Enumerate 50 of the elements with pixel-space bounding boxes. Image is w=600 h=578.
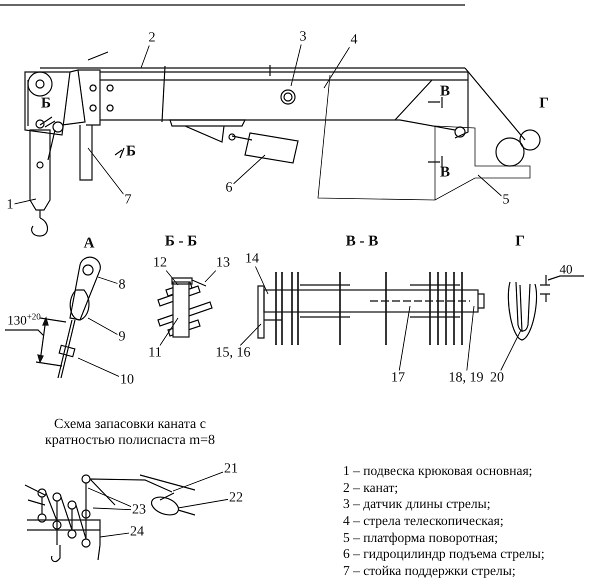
section-letter: Б <box>41 95 51 113</box>
leader-line <box>500 330 522 371</box>
leader-line <box>166 270 178 286</box>
leader-line <box>140 45 150 68</box>
leader-line <box>14 198 36 204</box>
leader-line <box>398 306 410 371</box>
leader-line <box>204 270 216 282</box>
legend-entry: 2 – канат; <box>343 480 398 496</box>
callout-number: 2 <box>148 30 156 46</box>
callout-number: 12 <box>152 256 168 270</box>
callout-number: 13 <box>215 256 231 270</box>
leader-line <box>290 44 302 86</box>
section-letter: Г <box>539 95 549 113</box>
legend-entry: 3 – датчик длины стрелы; <box>343 496 490 512</box>
callout-number: 15, 16 <box>214 346 252 360</box>
leader-line <box>92 508 132 510</box>
leader-line <box>466 306 474 371</box>
leader-line <box>172 472 224 492</box>
leader-line <box>88 318 118 335</box>
callout-number: 3 <box>298 30 308 44</box>
leader-line <box>88 488 132 507</box>
callout-number: 14 <box>244 252 260 266</box>
leader-line <box>233 154 266 184</box>
leader-line <box>240 324 262 346</box>
leader-line <box>159 318 178 346</box>
legend-entry: 6 – гидроцилиндр подъема стрелы; <box>343 546 545 562</box>
section-letter: Б <box>126 143 136 161</box>
callout-number: 18, 19 <box>448 370 484 386</box>
section-letter: В - В <box>346 233 378 251</box>
leader-line <box>100 532 130 538</box>
scheme-caption: Схема запасовки каната с кратностью полиспаста m=8 <box>44 416 216 450</box>
leader-line <box>324 46 350 88</box>
section-letter: В <box>440 164 450 182</box>
section-letter: Г <box>515 233 525 251</box>
dimension-value: 40 <box>560 262 572 278</box>
leader-line <box>178 498 228 508</box>
section-letter: В <box>440 83 450 101</box>
leader-line <box>478 174 502 196</box>
leader-line <box>88 148 124 195</box>
legend-entry: 4 – стрела телескопическая; <box>343 513 504 529</box>
callout-number: 4 <box>350 32 358 48</box>
legend-entry: 1 – подвеска крюковая основная; <box>343 463 532 479</box>
leader-line <box>254 266 268 294</box>
legend-entry: 5 – платформа поворотная; <box>343 530 498 546</box>
leader-line <box>98 276 118 284</box>
section-letter: А <box>84 235 94 253</box>
legend-entry: 7 – стойка поддержки стрелы; <box>343 563 516 578</box>
section-letter: Б - Б <box>164 233 198 251</box>
dimension-value: 130$^{+20}$ <box>7 311 41 329</box>
leader-line <box>78 358 120 377</box>
